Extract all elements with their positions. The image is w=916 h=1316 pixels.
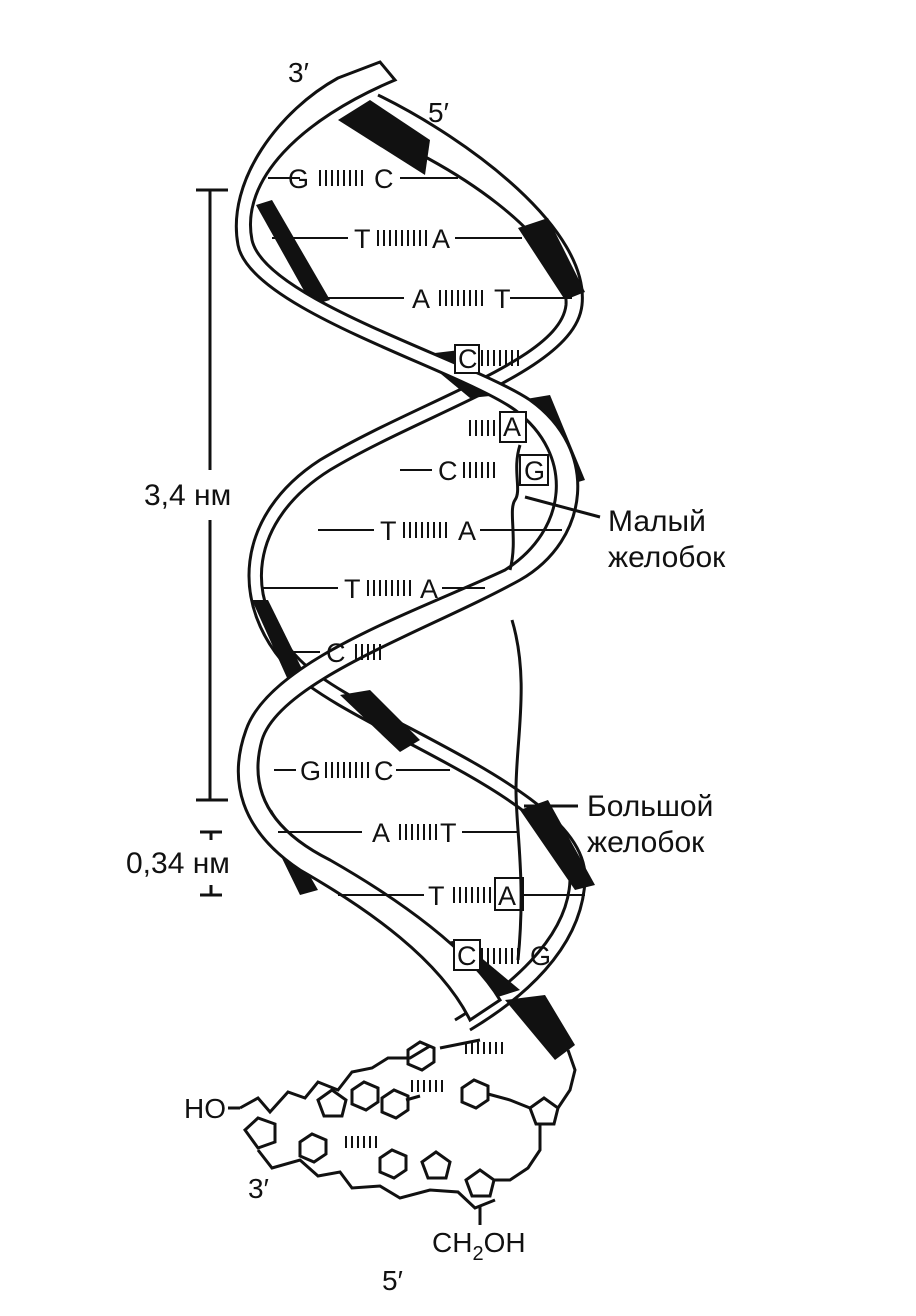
base-12-box bbox=[453, 939, 481, 971]
base-ring bbox=[350, 1080, 380, 1112]
minor-groove-label-line1: Малый bbox=[608, 505, 706, 538]
base-7-right: A bbox=[420, 574, 438, 604]
shade-segment bbox=[518, 218, 585, 300]
base-5-box bbox=[519, 454, 549, 486]
sugar-ring bbox=[316, 1088, 348, 1118]
shade-segment bbox=[340, 690, 420, 752]
chemical-structure bbox=[228, 1038, 577, 1225]
sugar-ring bbox=[243, 1116, 277, 1150]
pitch-measurement bbox=[196, 188, 228, 802]
chemical-hbonds bbox=[345, 1042, 503, 1148]
rise-label: 0,34 нм bbox=[126, 847, 230, 880]
minor-groove-label-line2: желобок bbox=[608, 541, 726, 574]
base-10-right: T bbox=[440, 818, 457, 848]
base-8-left: C bbox=[326, 638, 346, 668]
shade-segment bbox=[338, 100, 430, 175]
sugar-ring bbox=[420, 1150, 452, 1180]
shade-segment bbox=[520, 800, 595, 890]
shade-segment bbox=[256, 200, 330, 305]
base-ring bbox=[406, 1040, 436, 1072]
base-ring bbox=[378, 1148, 408, 1180]
sugar-ring bbox=[528, 1096, 560, 1126]
base-12-left: C bbox=[457, 941, 477, 971]
shade-segment bbox=[252, 600, 305, 680]
base-0-left: G bbox=[288, 164, 309, 194]
strand-end-top-left: 3′ bbox=[288, 57, 309, 88]
sugar-ring bbox=[464, 1168, 496, 1198]
base-9-right: C bbox=[374, 756, 394, 786]
front-strand bbox=[234, 60, 580, 1023]
base-3-left: C bbox=[458, 344, 478, 374]
base-ring bbox=[298, 1132, 328, 1164]
base-ring bbox=[460, 1078, 490, 1110]
base-ring bbox=[380, 1088, 410, 1120]
base-12-right: G bbox=[530, 941, 551, 971]
base-0-right: C bbox=[374, 164, 394, 194]
strand-end-bottom-left: 3′ bbox=[248, 1173, 269, 1204]
base-2-right: T bbox=[494, 284, 511, 314]
base-3-box bbox=[454, 344, 480, 374]
major-groove-label-line2: желобок bbox=[587, 826, 705, 859]
base-pair-rungs bbox=[262, 170, 585, 964]
base-11-left: T bbox=[428, 881, 445, 911]
base-4-box bbox=[499, 411, 527, 443]
ch2oh-label: CH2OH bbox=[432, 1227, 526, 1265]
pitch-label: 3,4 нм bbox=[144, 479, 231, 512]
shade-segment bbox=[505, 995, 575, 1060]
base-5-left: C bbox=[438, 456, 458, 486]
minor-groove-marker bbox=[508, 444, 601, 571]
base-11-box bbox=[494, 877, 524, 911]
base-4-right: A bbox=[503, 412, 521, 442]
major-groove-marker bbox=[510, 619, 578, 961]
base-2-left: A bbox=[412, 284, 430, 314]
base-10-left: A bbox=[372, 818, 390, 848]
base-5-right: G bbox=[524, 456, 545, 486]
base-9-left: G bbox=[300, 756, 321, 786]
major-groove-label-line1: Большой bbox=[587, 790, 713, 823]
base-6-left: T bbox=[380, 516, 397, 546]
hydroxyl-label: HO bbox=[184, 1093, 226, 1124]
strand-end-bottom-right: 5′ bbox=[382, 1265, 403, 1296]
strand-end-top-right: 5′ bbox=[428, 97, 449, 128]
base-6-right: A bbox=[458, 516, 476, 546]
rise-measurement bbox=[200, 830, 222, 897]
base-1-left: T bbox=[354, 224, 371, 254]
base-11-right: A bbox=[498, 881, 516, 911]
base-7-left: T bbox=[344, 574, 361, 604]
base-1-right: A bbox=[432, 224, 450, 254]
base-letters: G C T A A T C A C G T A T A C G C A T T … bbox=[288, 164, 551, 971]
